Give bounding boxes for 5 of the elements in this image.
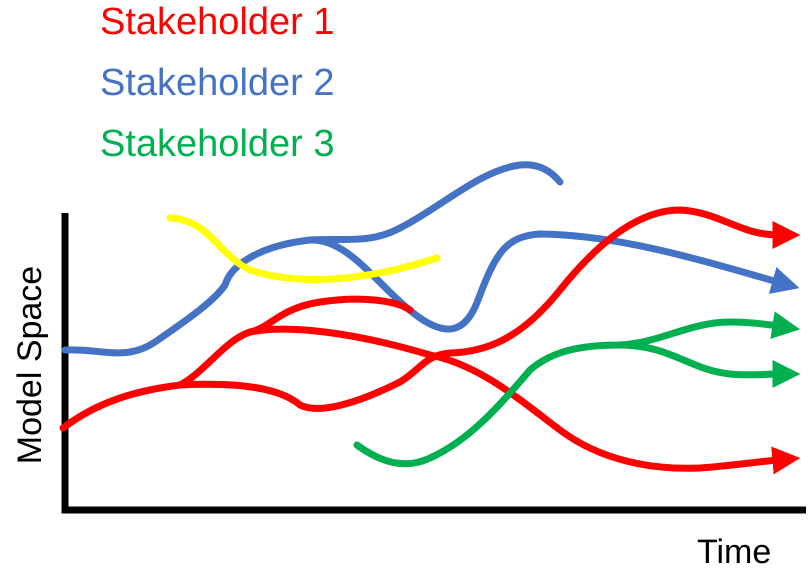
legend-entry: Stakeholder 1	[100, 0, 334, 44]
axis-title: Model Space	[10, 265, 50, 465]
legend-entry: Stakeholder 2	[100, 61, 334, 105]
legend-entry: Stakeholder 3	[100, 122, 334, 166]
axis-title: Time	[697, 532, 772, 572]
